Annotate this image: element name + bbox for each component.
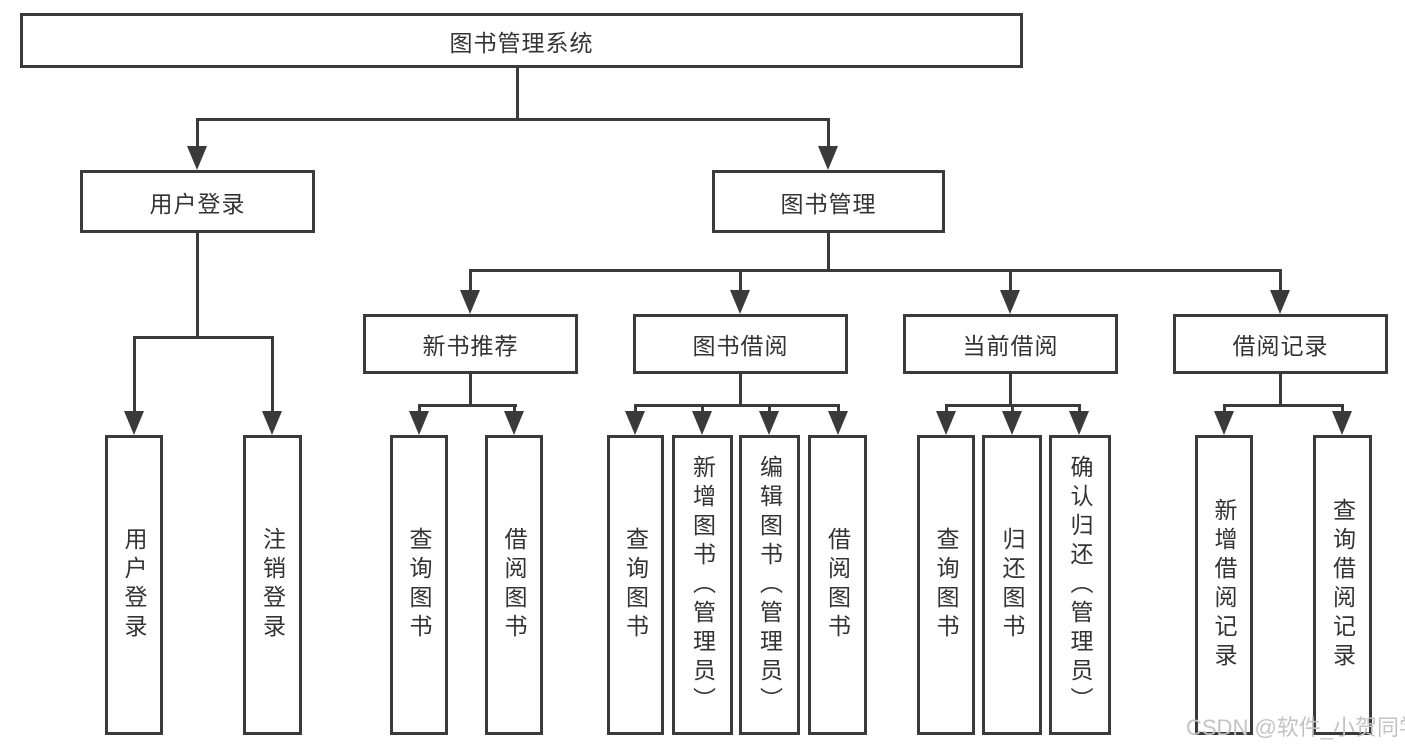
leaf-logout: 注销登录 [243, 435, 302, 735]
connector-recommend-branch [418, 404, 517, 407]
arrowhead-edit-books [759, 411, 779, 435]
arrowhead-leaf-logout [262, 411, 282, 435]
leaf-return-books-label: 归还图书 [999, 527, 1025, 643]
leaf-confirm-return-admin: 确认归还（管理员） [1049, 435, 1111, 735]
node-book-management: 图书管理 [712, 170, 945, 233]
leaf-add-borrow-record-label: 新增借阅记录 [1211, 498, 1237, 672]
node-new-book-recommend: 新书推荐 [363, 314, 578, 374]
connector-drop-user-login [196, 118, 199, 148]
connector-book-management-trunk [827, 233, 830, 271]
arrowhead-book-borrowing [730, 290, 750, 314]
connector-drop-query-recommend [418, 404, 421, 414]
connector-user-login-trunk [196, 233, 199, 338]
leaf-user-login: 用户登录 [105, 435, 163, 735]
leaf-return-books: 归还图书 [982, 435, 1042, 735]
leaf-query-books-recommend-label: 查询图书 [406, 527, 432, 643]
connector-drop-current-borrowing [1009, 269, 1012, 291]
node-borrowing-records-label: 借阅记录 [1232, 333, 1329, 359]
leaf-query-books-borrowing-label: 查询图书 [622, 527, 649, 643]
arrowhead-new-book-recommend [460, 290, 480, 314]
arrowhead-add-books [692, 411, 712, 435]
leaf-query-books-borrowing: 查询图书 [607, 435, 664, 735]
node-book-borrowing: 图书借阅 [633, 314, 848, 374]
leaf-edit-books-admin: 编辑图书（管理员） [739, 435, 800, 735]
node-new-book-recommend-label: 新书推荐 [422, 333, 519, 359]
connector-drop-borrow-borrowing [837, 404, 840, 414]
leaf-borrow-books-recommend: 借阅图书 [485, 435, 543, 735]
arrowhead-query-record [1332, 411, 1352, 435]
leaf-query-borrow-record: 查询借阅记录 [1313, 435, 1372, 735]
node-book-management-label: 图书管理 [780, 190, 877, 217]
leaf-query-books-recommend: 查询图书 [390, 435, 448, 735]
connector-drop-confirm-return [1078, 404, 1081, 414]
connector-drop-add-books [701, 404, 704, 414]
connector-drop-return-books [1011, 404, 1014, 414]
leaf-query-books-current-label: 查询图书 [933, 527, 959, 643]
node-root: 图书管理系统 [20, 13, 1023, 68]
arrowhead-user-login [187, 146, 207, 170]
arrowhead-leaf-user-login [124, 411, 144, 435]
node-user-login: 用户登录 [80, 170, 315, 233]
connector-drop-new-book-recommend [469, 269, 472, 291]
leaf-add-borrow-record: 新增借阅记录 [1195, 435, 1253, 735]
connector-drop-query-record [1341, 404, 1344, 414]
arrowhead-borrow-borrowing [828, 411, 848, 435]
leaf-confirm-return-admin-label: 确认归还（管理员） [1067, 454, 1093, 716]
leaf-borrow-books-borrowing: 借阅图书 [808, 435, 867, 735]
node-borrowing-records: 借阅记录 [1173, 314, 1388, 374]
connector-root-trunk [516, 68, 519, 120]
connector-book-management-branch [469, 269, 1282, 272]
arrowhead-query-current [936, 411, 956, 435]
connector-drop-borrow-recommend [513, 404, 516, 414]
connector-drop-add-record [1223, 404, 1226, 414]
connector-root-branch [196, 118, 830, 121]
connector-drop-book-borrowing [739, 269, 742, 291]
csdn-watermark: CSDN @软件_小贺同学 [1186, 715, 1405, 740]
leaf-logout-label: 注销登录 [259, 527, 286, 643]
connector-current-trunk [1009, 374, 1012, 406]
node-user-login-label: 用户登录 [149, 190, 246, 217]
node-current-borrowing-label: 当前借阅 [962, 333, 1059, 359]
arrowhead-return-books [1002, 411, 1022, 435]
arrowhead-query-borrowing [625, 411, 645, 435]
arrowhead-add-record [1214, 411, 1234, 435]
connector-drop-leaf-user-login [133, 336, 136, 412]
arrowhead-borrow-recommend [504, 411, 524, 435]
leaf-add-books-admin-label: 新增图书（管理员） [689, 454, 716, 716]
leaf-add-books-admin: 新增图书（管理员） [672, 435, 733, 735]
connector-borrowing-trunk [739, 374, 742, 406]
connector-drop-query-current [945, 404, 948, 414]
connector-records-trunk [1279, 374, 1282, 406]
leaf-query-borrow-record-label: 查询借阅记录 [1329, 498, 1356, 672]
leaf-borrow-books-borrowing-label: 借阅图书 [824, 527, 851, 643]
leaf-user-login-label: 用户登录 [121, 527, 147, 643]
connector-borrowing-branch [634, 404, 840, 407]
connector-user-login-branch [133, 336, 274, 339]
connector-drop-query-borrowing [634, 404, 637, 414]
leaf-query-books-current: 查询图书 [917, 435, 975, 735]
node-root-label: 图书管理系统 [449, 29, 594, 56]
connector-recommend-trunk [469, 374, 472, 406]
leaf-edit-books-admin-label: 编辑图书（管理员） [756, 454, 783, 716]
arrowhead-book-management [818, 146, 838, 170]
connector-drop-leaf-logout [271, 336, 274, 412]
node-current-borrowing: 当前借阅 [903, 314, 1118, 374]
arrowhead-query-recommend [409, 411, 429, 435]
node-book-borrowing-label: 图书借阅 [692, 333, 789, 359]
connector-drop-borrowing-records [1279, 269, 1282, 291]
arrowhead-current-borrowing [1000, 290, 1020, 314]
leaf-borrow-books-recommend-label: 借阅图书 [501, 527, 527, 643]
connector-records-branch [1223, 404, 1342, 407]
connector-drop-book-management [827, 118, 830, 148]
connector-drop-edit-books [768, 404, 771, 414]
arrowhead-borrowing-records [1270, 290, 1290, 314]
arrowhead-confirm-return [1069, 411, 1089, 435]
